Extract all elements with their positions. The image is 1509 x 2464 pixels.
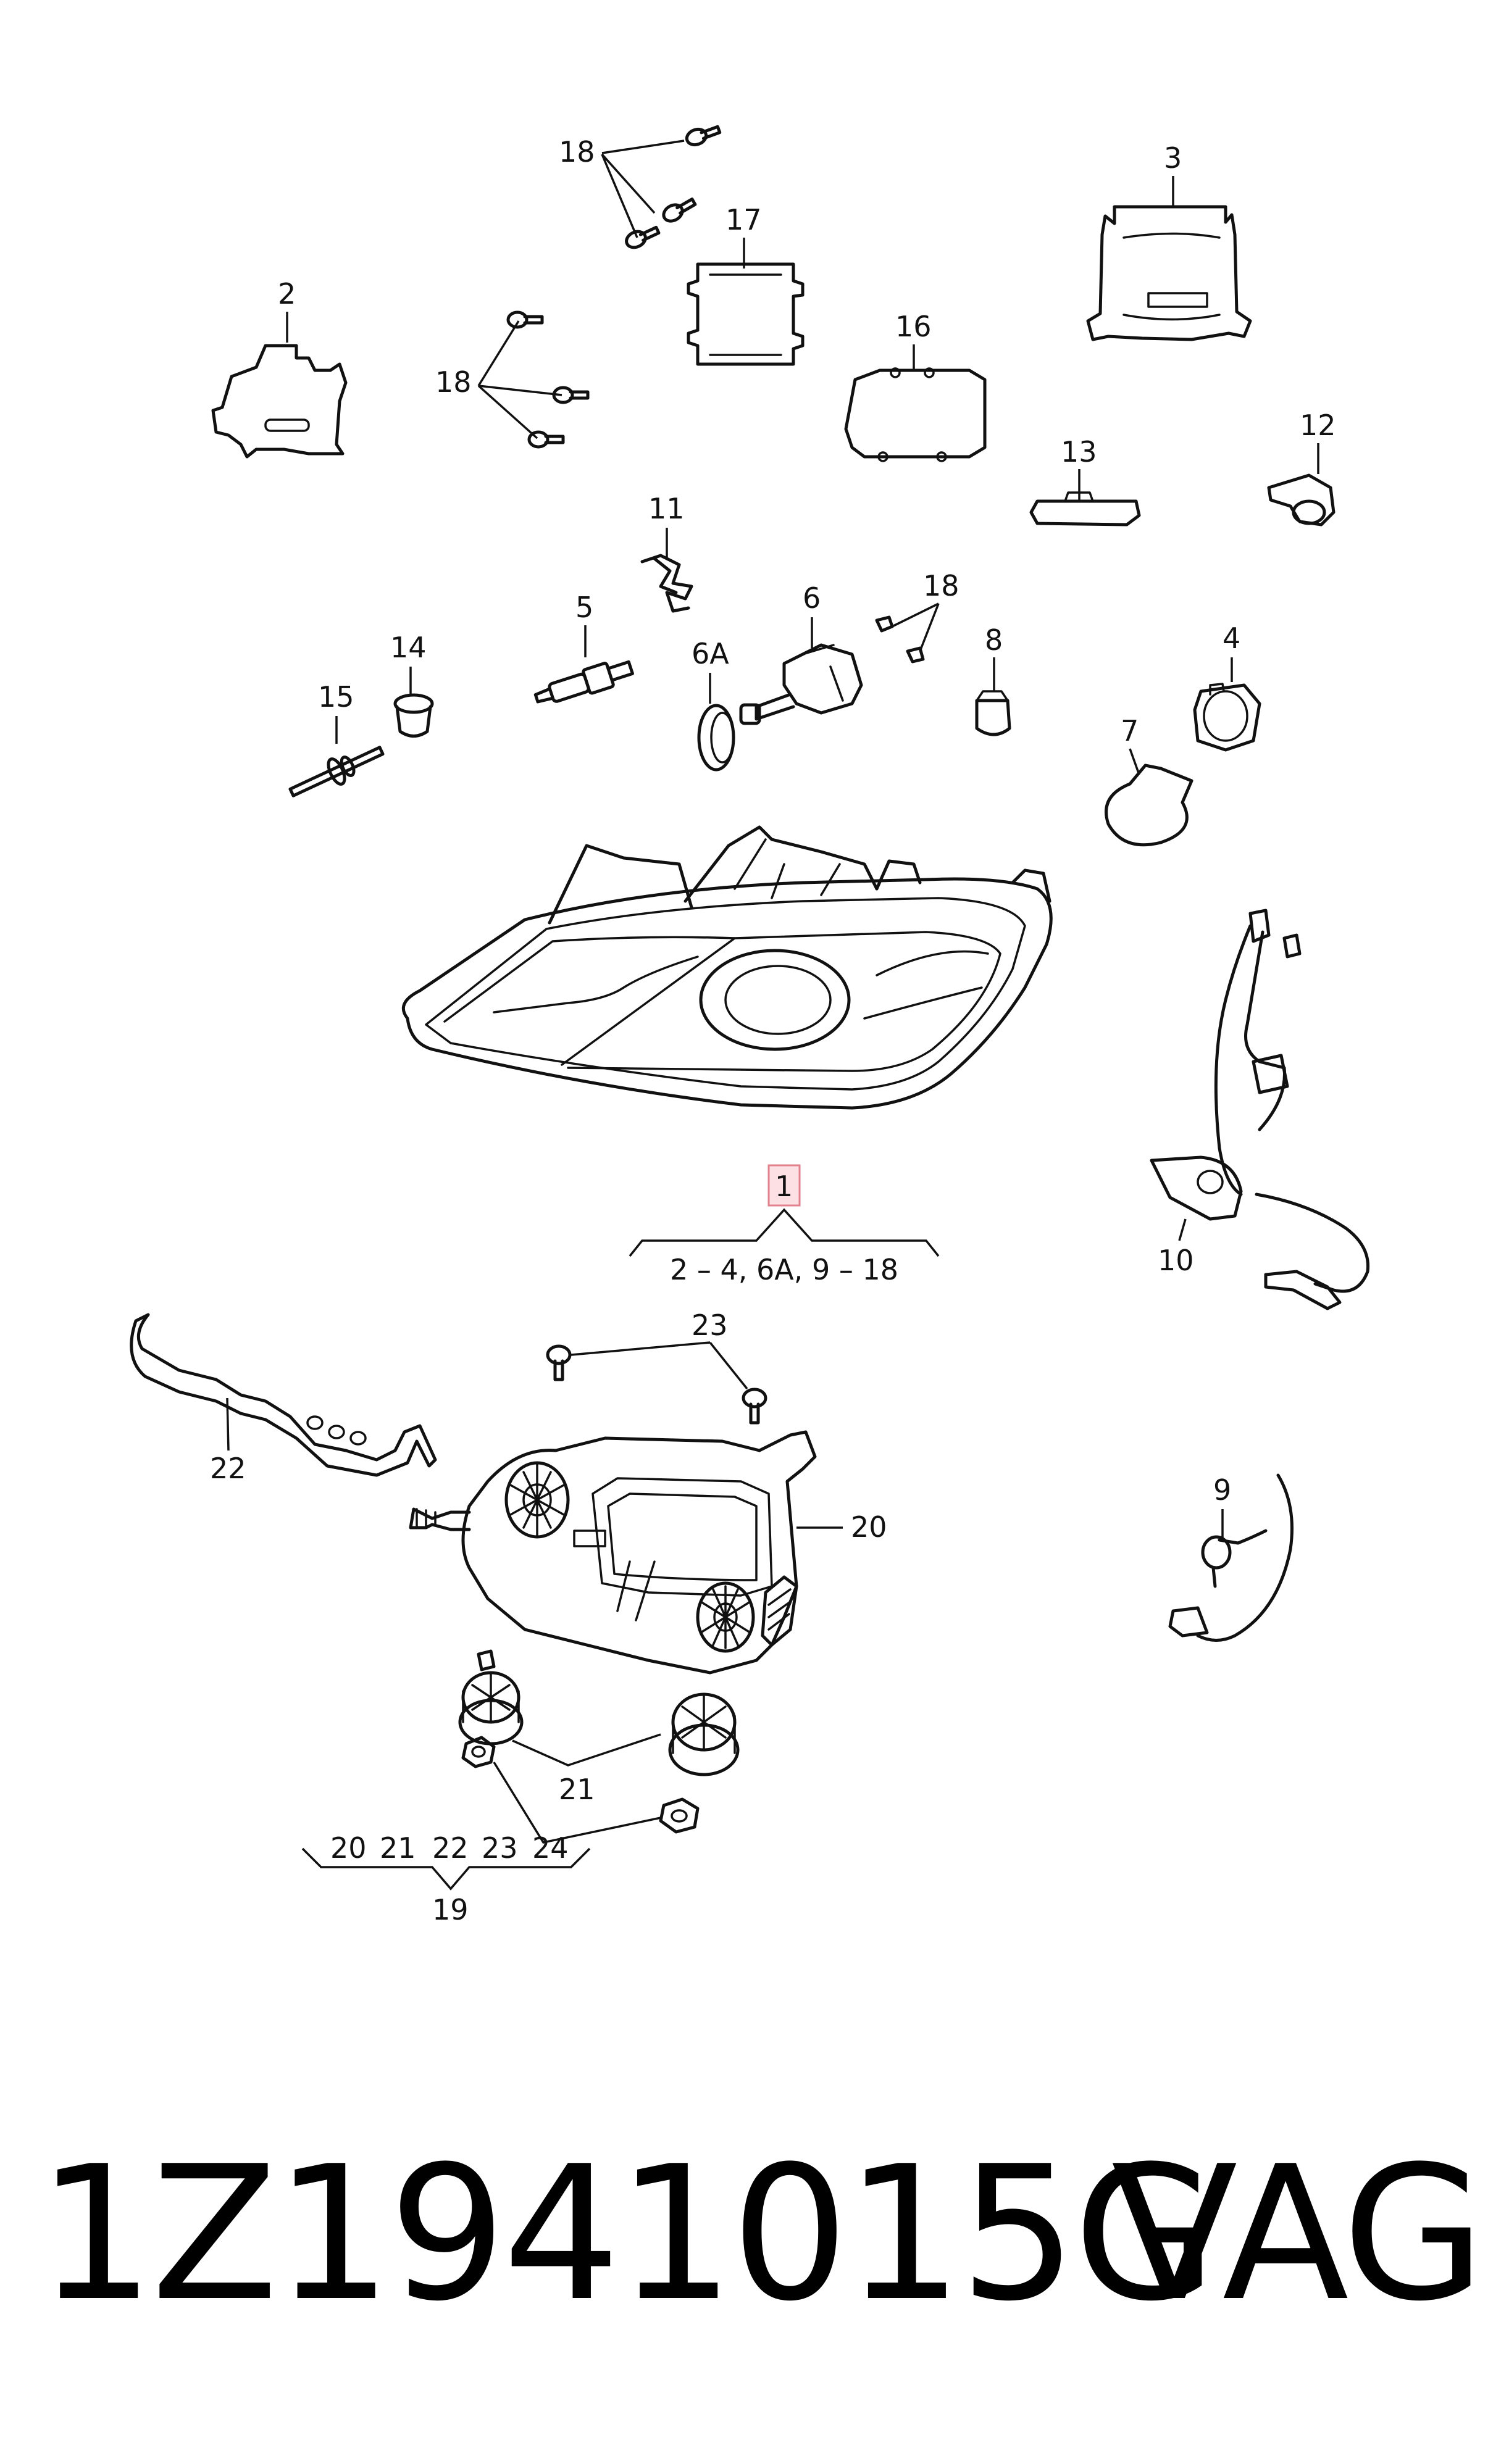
part-10-wiring-harness[interactable]: 10 xyxy=(1150,909,1370,1310)
part-23-screws[interactable]: 23 xyxy=(546,1309,767,1425)
part-12-cap[interactable]: 12 xyxy=(1267,409,1336,527)
callout-18-top: 18 xyxy=(559,135,595,169)
part-6-xenon-bulb[interactable]: 6 xyxy=(739,581,863,725)
part-21-adjusters[interactable]: 21 xyxy=(458,1649,740,1806)
callout-19-member-24: 24 xyxy=(532,1831,569,1865)
part-19-group: 20 21 22 23 24 19 xyxy=(301,1831,591,1926)
callout-20: 20 xyxy=(851,1510,887,1544)
part-3-cover[interactable]: 3 xyxy=(1086,141,1252,341)
callout-1-range: 2 – 4, 6A, 9 – 18 xyxy=(670,1253,898,1286)
part-13-slider[interactable]: 13 xyxy=(1029,435,1141,527)
callout-9: 9 xyxy=(1213,1473,1231,1507)
part-24-nuts[interactable] xyxy=(461,1736,700,1844)
part-20-adjuster-housing[interactable]: 20 xyxy=(409,1430,887,1675)
callout-4: 4 xyxy=(1223,622,1240,655)
callout-21: 21 xyxy=(559,1773,595,1806)
callout-17: 17 xyxy=(725,203,762,236)
part-1-headlamp[interactable] xyxy=(401,825,1053,1110)
part-8-bulb[interactable]: 8 xyxy=(975,623,1011,736)
part-18-screws-small[interactable]: 18 xyxy=(875,569,959,664)
callout-15: 15 xyxy=(318,680,354,714)
callout-1-highlight xyxy=(767,1164,801,1207)
part-22-bracket-arm[interactable]: 22 xyxy=(130,1313,437,1485)
part-16-ballast[interactable]: 16 xyxy=(844,310,987,462)
callout-1: 1 xyxy=(775,1170,793,1203)
callout-10: 10 xyxy=(1158,1244,1194,1277)
part-9-wire[interactable]: 9 xyxy=(1168,1473,1294,1642)
callout-1-group[interactable]: 1 2 – 4, 6A, 9 – 18 xyxy=(629,1164,940,1286)
callout-14: 14 xyxy=(390,631,427,664)
part-17-control-unit[interactable]: 17 xyxy=(687,203,805,366)
part-15-pin[interactable]: 15 xyxy=(286,680,387,805)
part-18-screws-middle[interactable]: 18 xyxy=(435,310,590,449)
callout-23: 23 xyxy=(692,1309,728,1342)
part-6a-retaining-ring[interactable]: 6A xyxy=(692,637,735,772)
callout-7: 7 xyxy=(1121,714,1139,747)
part-number: 1Z1941015G xyxy=(37,2126,1217,2342)
callout-12: 12 xyxy=(1300,409,1336,442)
callout-18-middle: 18 xyxy=(435,365,472,399)
callout-6a: 6A xyxy=(692,637,729,670)
callout-19-member-21: 21 xyxy=(380,1831,416,1865)
footer: 1Z1941015G VAG xyxy=(37,2126,1486,2342)
part-5-socket[interactable]: 5 xyxy=(533,591,635,710)
callout-18-small: 18 xyxy=(923,569,959,602)
part-4-bulb-holder[interactable]: 4 xyxy=(1193,622,1261,752)
callout-19-member-20: 20 xyxy=(330,1831,367,1865)
callout-19-member-22: 22 xyxy=(432,1831,469,1865)
part-7-bulb[interactable]: 7 xyxy=(1105,714,1193,847)
callout-2: 2 xyxy=(278,277,296,310)
part-11-spring-clip[interactable]: 11 xyxy=(640,492,693,613)
brand: VAG xyxy=(1111,2126,1486,2342)
callout-19-member-23: 23 xyxy=(482,1831,518,1865)
callout-6: 6 xyxy=(803,581,821,615)
callout-22: 22 xyxy=(210,1452,246,1485)
callout-5: 5 xyxy=(575,591,593,624)
part-14-grommet[interactable]: 14 xyxy=(390,631,434,738)
callout-8: 8 xyxy=(985,623,1003,657)
part-18-screws-top[interactable]: 18 xyxy=(559,122,722,251)
part-2-bracket[interactable]: 2 xyxy=(211,277,348,459)
callout-16: 16 xyxy=(895,310,932,343)
callout-11: 11 xyxy=(648,492,685,525)
callout-3: 3 xyxy=(1164,141,1182,175)
callout-13: 13 xyxy=(1061,435,1097,468)
callout-19: 19 xyxy=(432,1893,469,1926)
